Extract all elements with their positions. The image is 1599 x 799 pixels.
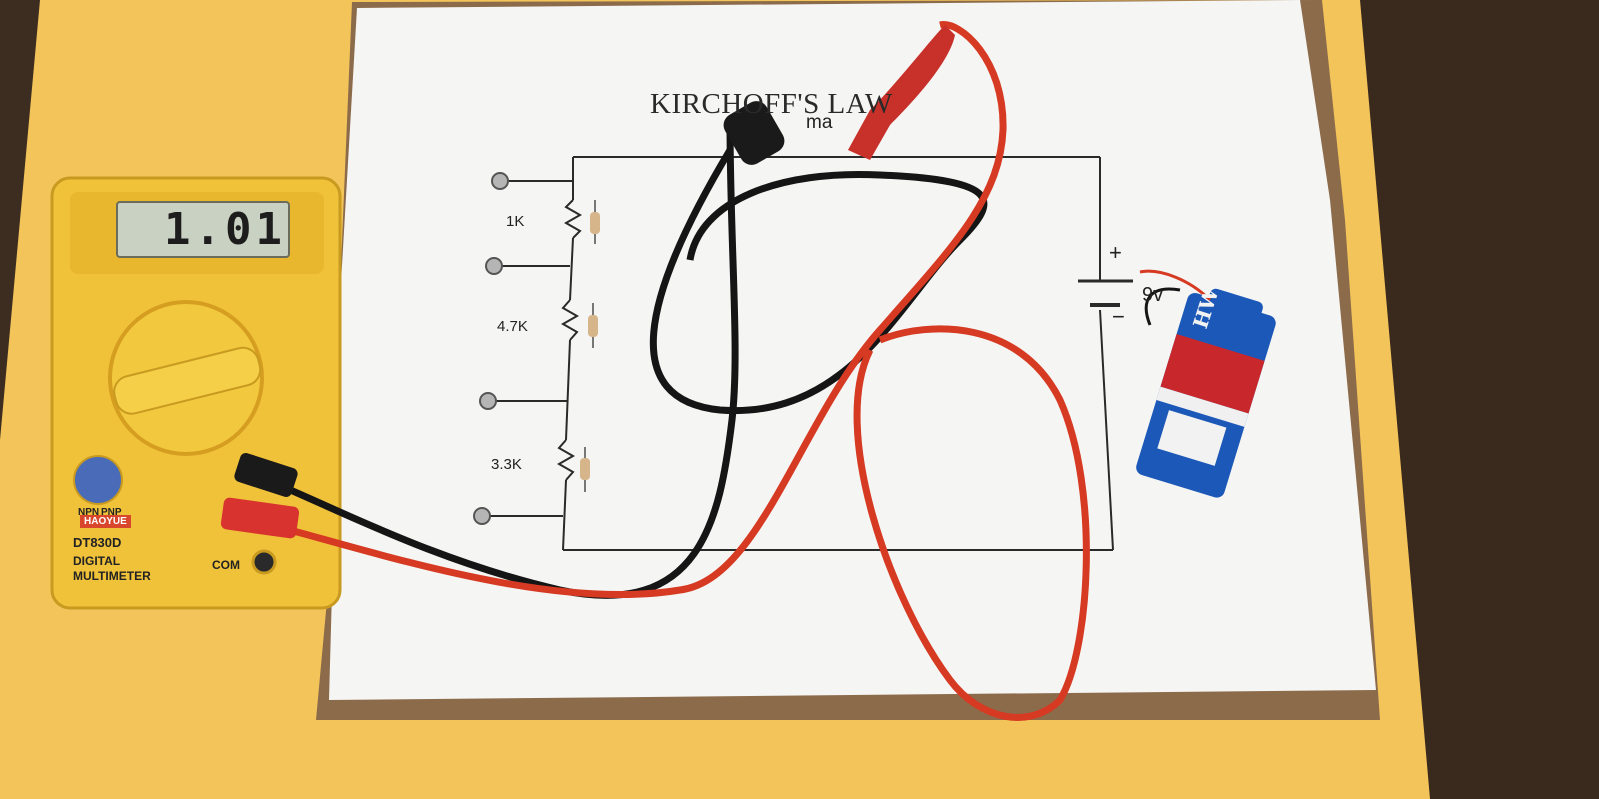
battery-minus-label: − [1112, 304, 1125, 329]
multimeter [50, 176, 342, 610]
red-wire-loop [853, 325, 1090, 721]
multimeter-subtitle-2: MULTIMETER [73, 569, 151, 583]
resistors [580, 200, 600, 492]
lcd-screen [116, 201, 290, 258]
red-plug [220, 497, 300, 539]
com-label: COM [212, 558, 240, 572]
pnp-label: PNP [101, 507, 122, 518]
multimeter-subtitle-1: DIGITAL [73, 554, 121, 568]
resistor-label-1: 1K [506, 213, 525, 230]
resistor-label-3: 3.3K [491, 456, 522, 473]
resistor-label-2: 4.7K [497, 318, 528, 335]
sheet-title: KIRCHOFF'S LAW [650, 88, 893, 120]
black-plug [234, 453, 298, 497]
selector-knob [113, 346, 262, 415]
circuit-lines [482, 156, 1114, 551]
red-probe [848, 25, 955, 160]
com-jack [251, 549, 277, 575]
multimeter-brand: HAOYUE [80, 515, 131, 528]
battery-plus-label: + [1109, 240, 1122, 265]
transistor-socket [73, 455, 123, 505]
meter-label: ma [806, 112, 833, 133]
multimeter-model: DT830D [73, 535, 122, 550]
battery-black-lead [1144, 287, 1181, 326]
battery-red-lead [1139, 269, 1212, 302]
terminal-posts [473, 172, 509, 525]
battery-9v [1136, 288, 1276, 498]
black-wire-lead [260, 119, 739, 599]
battery-voltage-label: 9v [1142, 284, 1164, 306]
red-wire-lead [289, 21, 1007, 599]
circuit-sheet [329, 0, 1376, 700]
multimeter-reading: 1.01 [164, 204, 286, 255]
npn-label: NPN [78, 507, 100, 518]
black-probe [723, 101, 785, 165]
